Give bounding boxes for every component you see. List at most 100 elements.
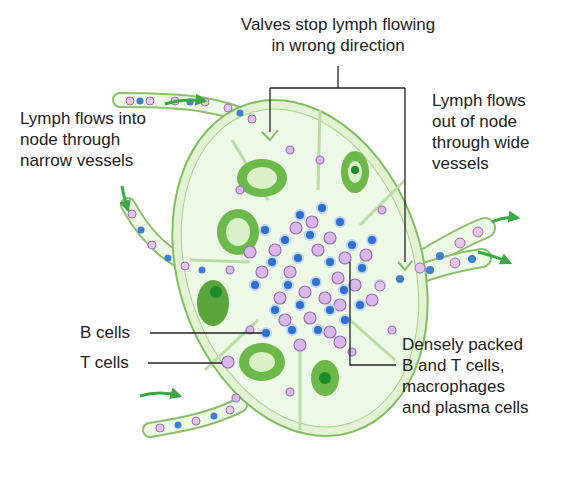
b-cell	[260, 225, 270, 235]
b-cell	[295, 210, 305, 220]
vessel-cell	[211, 413, 218, 420]
flow-arrow	[478, 252, 510, 263]
vessel-cell	[468, 255, 476, 263]
t-cell	[324, 326, 336, 338]
callout-label: T cells	[80, 352, 150, 373]
t-cell	[279, 314, 291, 326]
t-cell	[312, 244, 324, 256]
follicle	[239, 343, 285, 381]
t-cell	[232, 394, 240, 402]
flow-arrow	[165, 100, 205, 104]
callout-label: Densely packed B and T cells, macrophage…	[402, 334, 536, 418]
trabecula	[350, 320, 395, 360]
t-cell	[222, 146, 396, 402]
b-cell	[295, 300, 305, 310]
leader-line	[270, 87, 405, 88]
leader-line	[148, 66, 405, 365]
b-cell	[313, 325, 323, 335]
follicle	[311, 360, 339, 396]
b-cell	[357, 263, 367, 273]
leader-line	[148, 362, 222, 363]
t-cell	[286, 388, 294, 396]
callout-label: B cells	[80, 322, 150, 343]
follicle	[341, 151, 369, 193]
vessel-cell	[165, 255, 172, 262]
b-cell	[283, 280, 293, 290]
t-cell	[388, 326, 396, 334]
vessel-cell	[455, 238, 465, 248]
leader-line	[269, 88, 270, 132]
t-cell	[339, 252, 351, 264]
vessel-cell	[396, 275, 404, 283]
follicle	[247, 167, 277, 189]
flow-arrow	[492, 218, 518, 223]
follicle	[210, 286, 222, 298]
vessel-cell	[126, 97, 134, 105]
vessel-cell	[148, 241, 156, 249]
b-cell	[325, 305, 335, 315]
vessel-cell	[426, 266, 434, 274]
flow-arrow	[122, 186, 128, 210]
t-cell	[349, 279, 361, 291]
vessel-cell	[450, 258, 460, 268]
t-cell	[319, 292, 331, 304]
leader-line	[404, 88, 405, 262]
vessel-cell	[415, 263, 425, 273]
t-cell	[299, 286, 311, 298]
vessel-cell	[146, 97, 154, 105]
vessel-cell	[473, 227, 483, 237]
t-cell	[256, 266, 268, 278]
vessel-cell	[226, 406, 234, 414]
vessel-cell	[181, 262, 189, 270]
t-cell	[284, 266, 296, 278]
vessel-cell	[375, 281, 385, 291]
trabecula	[190, 110, 405, 430]
callout-label: Valves stop lymph flowing in wrong direc…	[235, 14, 441, 56]
leader-line	[350, 262, 396, 365]
t-cell	[290, 222, 302, 234]
b-cell	[267, 257, 277, 267]
b-cell	[375, 280, 385, 290]
follicle	[249, 352, 275, 372]
b-cell	[340, 315, 350, 325]
b-cell	[293, 253, 303, 263]
b-cell	[280, 235, 290, 245]
b-cell	[250, 280, 260, 290]
t-cell	[222, 356, 234, 368]
flow-arrow	[140, 393, 180, 396]
leader-line	[337, 66, 338, 88]
t-cell	[366, 294, 378, 306]
b-cell	[261, 328, 271, 338]
follicle	[226, 218, 250, 246]
t-cell	[226, 266, 234, 274]
b-cell	[325, 257, 335, 267]
vessel-cell	[192, 417, 200, 425]
vessel-cell	[156, 424, 164, 432]
vessel-cell	[224, 104, 232, 112]
trabecula	[318, 110, 320, 190]
trabecula	[190, 260, 250, 262]
b-cell	[347, 240, 357, 250]
follicle	[319, 372, 331, 384]
vessel-cell	[128, 210, 136, 218]
callout-label: Lymph flows into node through narrow ves…	[20, 108, 160, 171]
t-cell	[378, 206, 386, 214]
leader-line	[150, 332, 262, 333]
t-cell	[334, 336, 346, 348]
vessel-cell	[138, 227, 145, 234]
valve	[398, 261, 412, 270]
t-cell	[236, 186, 244, 194]
trabecula	[299, 350, 302, 430]
follicle	[197, 151, 369, 396]
t-cell	[304, 312, 316, 324]
t-cell	[269, 244, 281, 256]
vessel-cell	[137, 98, 144, 105]
vessel-cell	[237, 110, 244, 117]
callout-label: Lymph flows out of node through wide ves…	[432, 90, 544, 174]
t-cell	[360, 249, 372, 261]
t-cell	[274, 292, 286, 304]
follicle	[351, 166, 359, 174]
vessel-cell	[199, 267, 206, 274]
